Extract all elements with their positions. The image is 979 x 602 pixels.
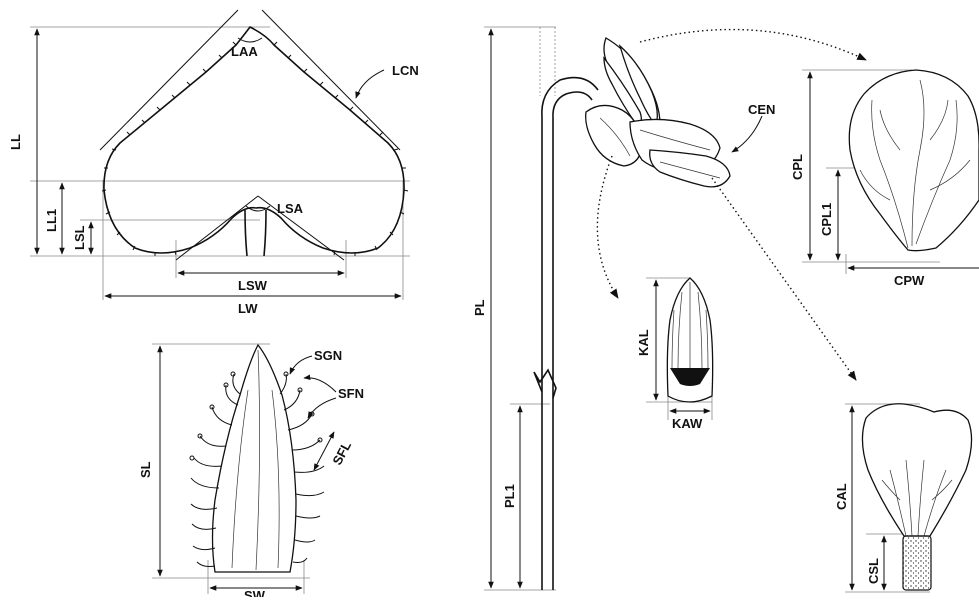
corolla-petal-length-1-label: CPL1 xyxy=(819,203,834,236)
corolla-petal-figure: CPL CPL1 CPW xyxy=(790,70,979,288)
sepal-outline xyxy=(213,345,297,572)
leaf-length-label: LL xyxy=(8,134,23,150)
leaf-outline xyxy=(104,27,404,253)
leaf-sinus-length-label: LSL xyxy=(72,225,87,250)
leaf-length-1-label: LL1 xyxy=(44,209,59,232)
sepal-width-label: SW xyxy=(244,588,266,597)
leaf-sinus-angle-label: LSA xyxy=(277,201,304,216)
peduncle-length-1-label: PL1 xyxy=(502,484,517,508)
sepal-gland-label: SGN xyxy=(314,348,342,363)
capsule-width-label: KAW xyxy=(672,416,703,431)
corolla-petal-outline xyxy=(849,70,979,251)
calyx-spur-length-label: CSL xyxy=(866,558,881,584)
calyx-petal-figure: CAL CSL xyxy=(834,404,972,592)
leaf-crenation-label: LCN xyxy=(392,63,419,78)
corolla-petal-length-label: CPL xyxy=(790,154,805,180)
sepal-figure: SGN SFN SL SFL SW xyxy=(138,344,364,597)
sepal-fimbria-length-label: SFL xyxy=(329,439,354,468)
sepal-length-label: SL xyxy=(138,461,153,478)
sepal-fimbriae-number-label: SFN xyxy=(338,386,364,401)
peduncle-figure: PL PL1 xyxy=(472,27,598,590)
leaf-sinus-width-label: LSW xyxy=(238,278,268,293)
peduncle-length-label: PL xyxy=(472,299,487,316)
capsule-length-label: KAL xyxy=(636,329,651,356)
leaf-width-label: LW xyxy=(238,301,258,316)
corolla-petal-width-label: CPW xyxy=(894,273,925,288)
calyx-petal-outline xyxy=(862,404,971,536)
calyx-petal-length-label: CAL xyxy=(834,483,849,510)
leaf-figure: LAA LCN LL LL1 LSL LSA LSW LW xyxy=(8,10,419,316)
leaf-apex-angle-label: LAA xyxy=(231,44,258,59)
capsule-figure: KAL KAW xyxy=(636,278,713,431)
flower-spur-label: CEN xyxy=(748,102,775,117)
